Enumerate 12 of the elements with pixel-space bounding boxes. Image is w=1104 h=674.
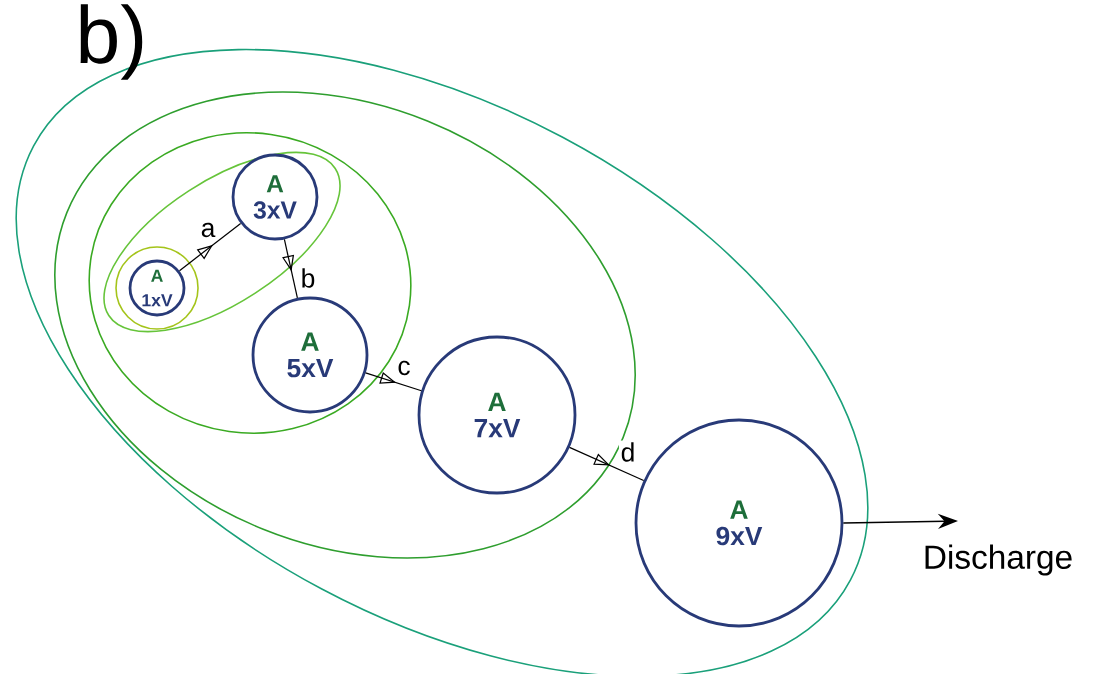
arrow	[282, 238, 298, 299]
enclosing-ellipse	[88, 132, 412, 434]
edge-label: d	[618, 440, 638, 464]
arrow	[568, 446, 645, 482]
edge-label: a	[198, 221, 218, 239]
arrow	[365, 371, 422, 392]
edge-label: b	[298, 266, 318, 290]
enclosing-circle	[115, 246, 199, 330]
outlet-label: Discharge	[925, 544, 1072, 576]
arrow	[178, 222, 242, 272]
panel-label: b)	[80, 4, 143, 80]
edge-label: c	[395, 359, 413, 377]
